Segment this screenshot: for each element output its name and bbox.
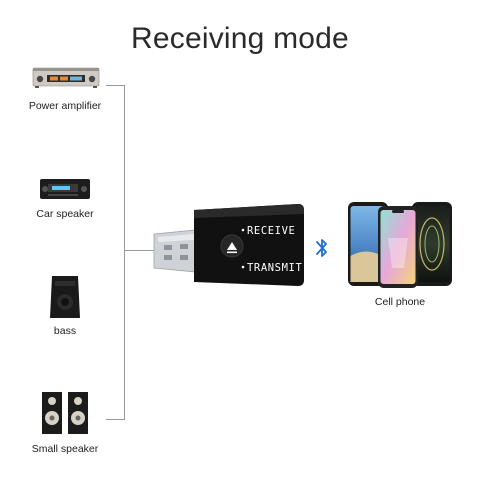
connector-bracket	[106, 85, 125, 420]
page-title: Receiving mode	[131, 22, 349, 55]
power-amplifier-icon	[32, 67, 100, 88]
mode-switch-icon	[227, 242, 237, 250]
car-stereo-icon	[40, 179, 90, 199]
device-small-speaker: Small speaker	[10, 388, 120, 458]
speaker-pair-icon	[42, 392, 88, 434]
receive-label: RECEIVE	[247, 225, 295, 237]
cell-phone-label: Cell phone	[374, 296, 426, 308]
bluetooth-dongle: RECEIVE TRANSMIT	[153, 204, 304, 286]
subwoofer-icon	[50, 276, 80, 318]
smartphones-icon	[348, 202, 452, 288]
device-label: Car speaker	[36, 208, 94, 220]
device-label: bass	[53, 325, 77, 337]
device-label: Small speaker	[31, 443, 99, 455]
device-car-speaker: Car speaker	[10, 175, 120, 225]
bluetooth-icon	[316, 239, 327, 257]
mode-switch-button[interactable]	[220, 234, 244, 258]
device-power-amplifier: Power amplifier	[10, 60, 120, 120]
device-label: Power amplifier	[28, 100, 102, 112]
transmit-label: TRANSMIT	[247, 262, 302, 274]
connector-line	[124, 250, 154, 251]
device-bass: bass	[10, 272, 120, 338]
